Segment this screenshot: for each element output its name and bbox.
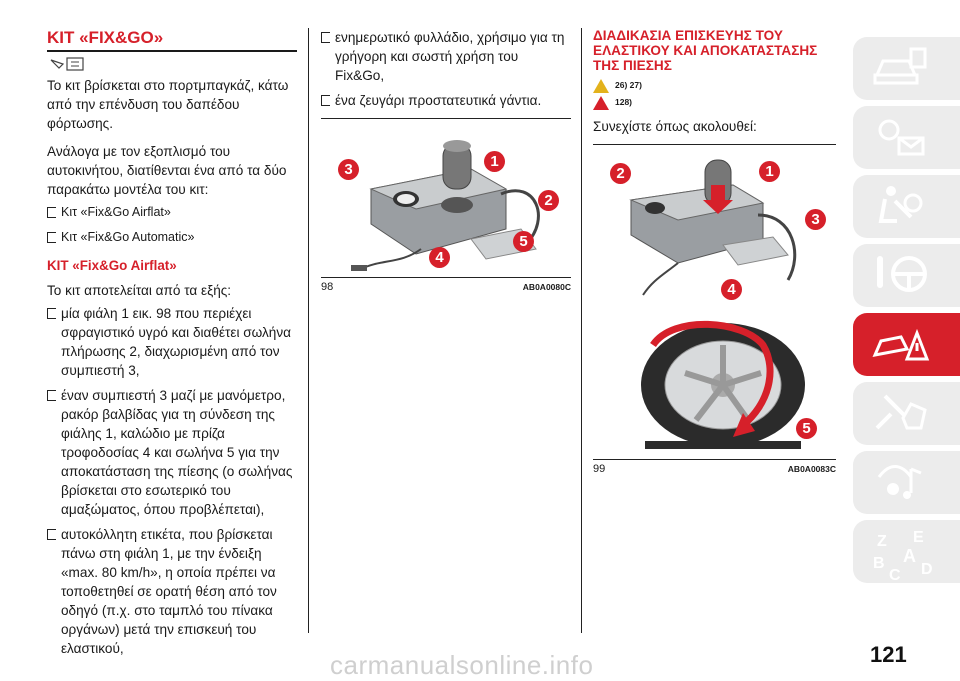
multimedia-icon [877, 465, 922, 499]
page-number: 121 [870, 642, 907, 667]
subsection-title: ΚΙΤ «Fix&Go Airflat» [47, 258, 177, 273]
intro-text: Το κιτ βρίσκεται στο πορτμπαγκάζ, κάτω α… [47, 78, 289, 131]
seat-safety-icon [878, 186, 923, 223]
column-divider [581, 28, 582, 633]
column-1: ΚΙΤ «FIX&GO» Το κιτ βρίσκεται στο πορτμπ… [47, 28, 297, 658]
callout-1: 1 [484, 151, 505, 172]
warning-lights-icon [878, 119, 925, 156]
watermark: carmanualsonline.info [330, 650, 594, 680]
list-item: ενημερωτικό φυλλάδιο, χρήσιμο για τη γρή… [321, 28, 571, 85]
svg-text:A: A [903, 546, 916, 566]
procedure-intro: Συνεχίστε όπως ακολουθεί: [593, 119, 757, 134]
callout-5: 5 [513, 231, 534, 252]
column-2: ενημερωτικό φυλλάδιο, χρήσιμο για τη γρή… [321, 28, 571, 294]
caution-triangle-icon [593, 95, 609, 110]
svg-text:B: B [873, 555, 885, 572]
figure-code: AB0A0083C [787, 464, 836, 474]
emergency-icon [872, 328, 930, 361]
warning-reference: 26) 27) [593, 77, 836, 94]
callout-3: 3 [805, 209, 826, 230]
callout-2: 2 [610, 163, 631, 184]
maintenance-icon [875, 394, 927, 430]
kit-symbol-icon [47, 52, 297, 76]
figure-caption: 99 AB0A0083C [593, 462, 836, 476]
caution-reference: 128) [593, 94, 836, 111]
tyre-repair-illustration [629, 159, 805, 449]
list-item: ένα ζευγάρι προστατευτικά γάντια. [321, 91, 571, 110]
steering-wheel-icon [877, 256, 927, 292]
column-3: ΔΙΑΔΙΚΑΣΙΑ ΕΠΙΣΚΕΥΗΣ ΤΟΥ ΕΛΑΣΤΙΚΟΥ ΚΑΙ Α… [593, 28, 836, 476]
procedure-title: ΔΙΑΔΙΚΑΣΙΑ ΕΠΙΣΚΕΥΗΣ ΤΟΥ ΕΛΑΣΤΙΚΟΥ ΚΑΙ Α… [593, 28, 818, 73]
list-item: μία φιάλη 1 εικ. 98 που περιέχει σφραγισ… [47, 304, 297, 380]
callout-2: 2 [538, 190, 559, 211]
list-item: αυτοκόλλητη ετικέτα, που βρίσκεται πάνω … [47, 525, 297, 658]
figure-number: 99 [593, 463, 606, 475]
callout-1: 1 [759, 161, 780, 182]
svg-text:E: E [913, 529, 924, 546]
list-item: Κιτ «Fix&Go Airflat» [47, 203, 297, 222]
tab-index[interactable]: Z E B A C D [853, 520, 960, 583]
kit-contents-intro: Το κιτ αποτελείται από τα εξής: [47, 283, 232, 298]
index-icon: Z E B A C D [873, 529, 933, 581]
tab-warning-lights[interactable] [853, 106, 960, 169]
figure-code: AB0A0080C [522, 282, 571, 292]
tab-emergency[interactable] [853, 313, 960, 376]
figure-caption: 98 AB0A0080C [321, 280, 571, 294]
list-item: έναν συμπιεστή 3 μαζί με μανόμετρο, ρακό… [47, 386, 297, 519]
car-info-icon [873, 47, 927, 85]
callout-3: 3 [338, 159, 359, 180]
svg-text:C: C [889, 567, 901, 581]
warning-triangle-icon [593, 78, 609, 93]
figure-99: 2 1 3 4 5 [593, 144, 836, 460]
svg-text:Z: Z [877, 533, 887, 550]
figure-98: 1 2 3 4 5 [321, 118, 571, 278]
title-rule [47, 50, 297, 52]
figure-number: 98 [321, 281, 334, 293]
tab-car-info[interactable] [853, 37, 960, 100]
column-divider [308, 28, 309, 633]
tab-multimedia[interactable] [853, 451, 960, 514]
tab-driving[interactable] [853, 244, 960, 307]
callout-5: 5 [796, 418, 817, 439]
models-text: Ανάλογα με τον εξοπλισμό του αυτοκινήτου… [47, 144, 287, 197]
callout-4: 4 [721, 279, 742, 300]
svg-text:D: D [921, 561, 933, 578]
list-item: Κιτ «Fix&Go Automatic» [47, 228, 297, 247]
section-title: ΚΙΤ «FIX&GO» [47, 28, 164, 47]
tab-maintenance[interactable] [853, 382, 960, 445]
callout-4: 4 [429, 247, 450, 268]
tab-safety[interactable] [853, 175, 960, 238]
